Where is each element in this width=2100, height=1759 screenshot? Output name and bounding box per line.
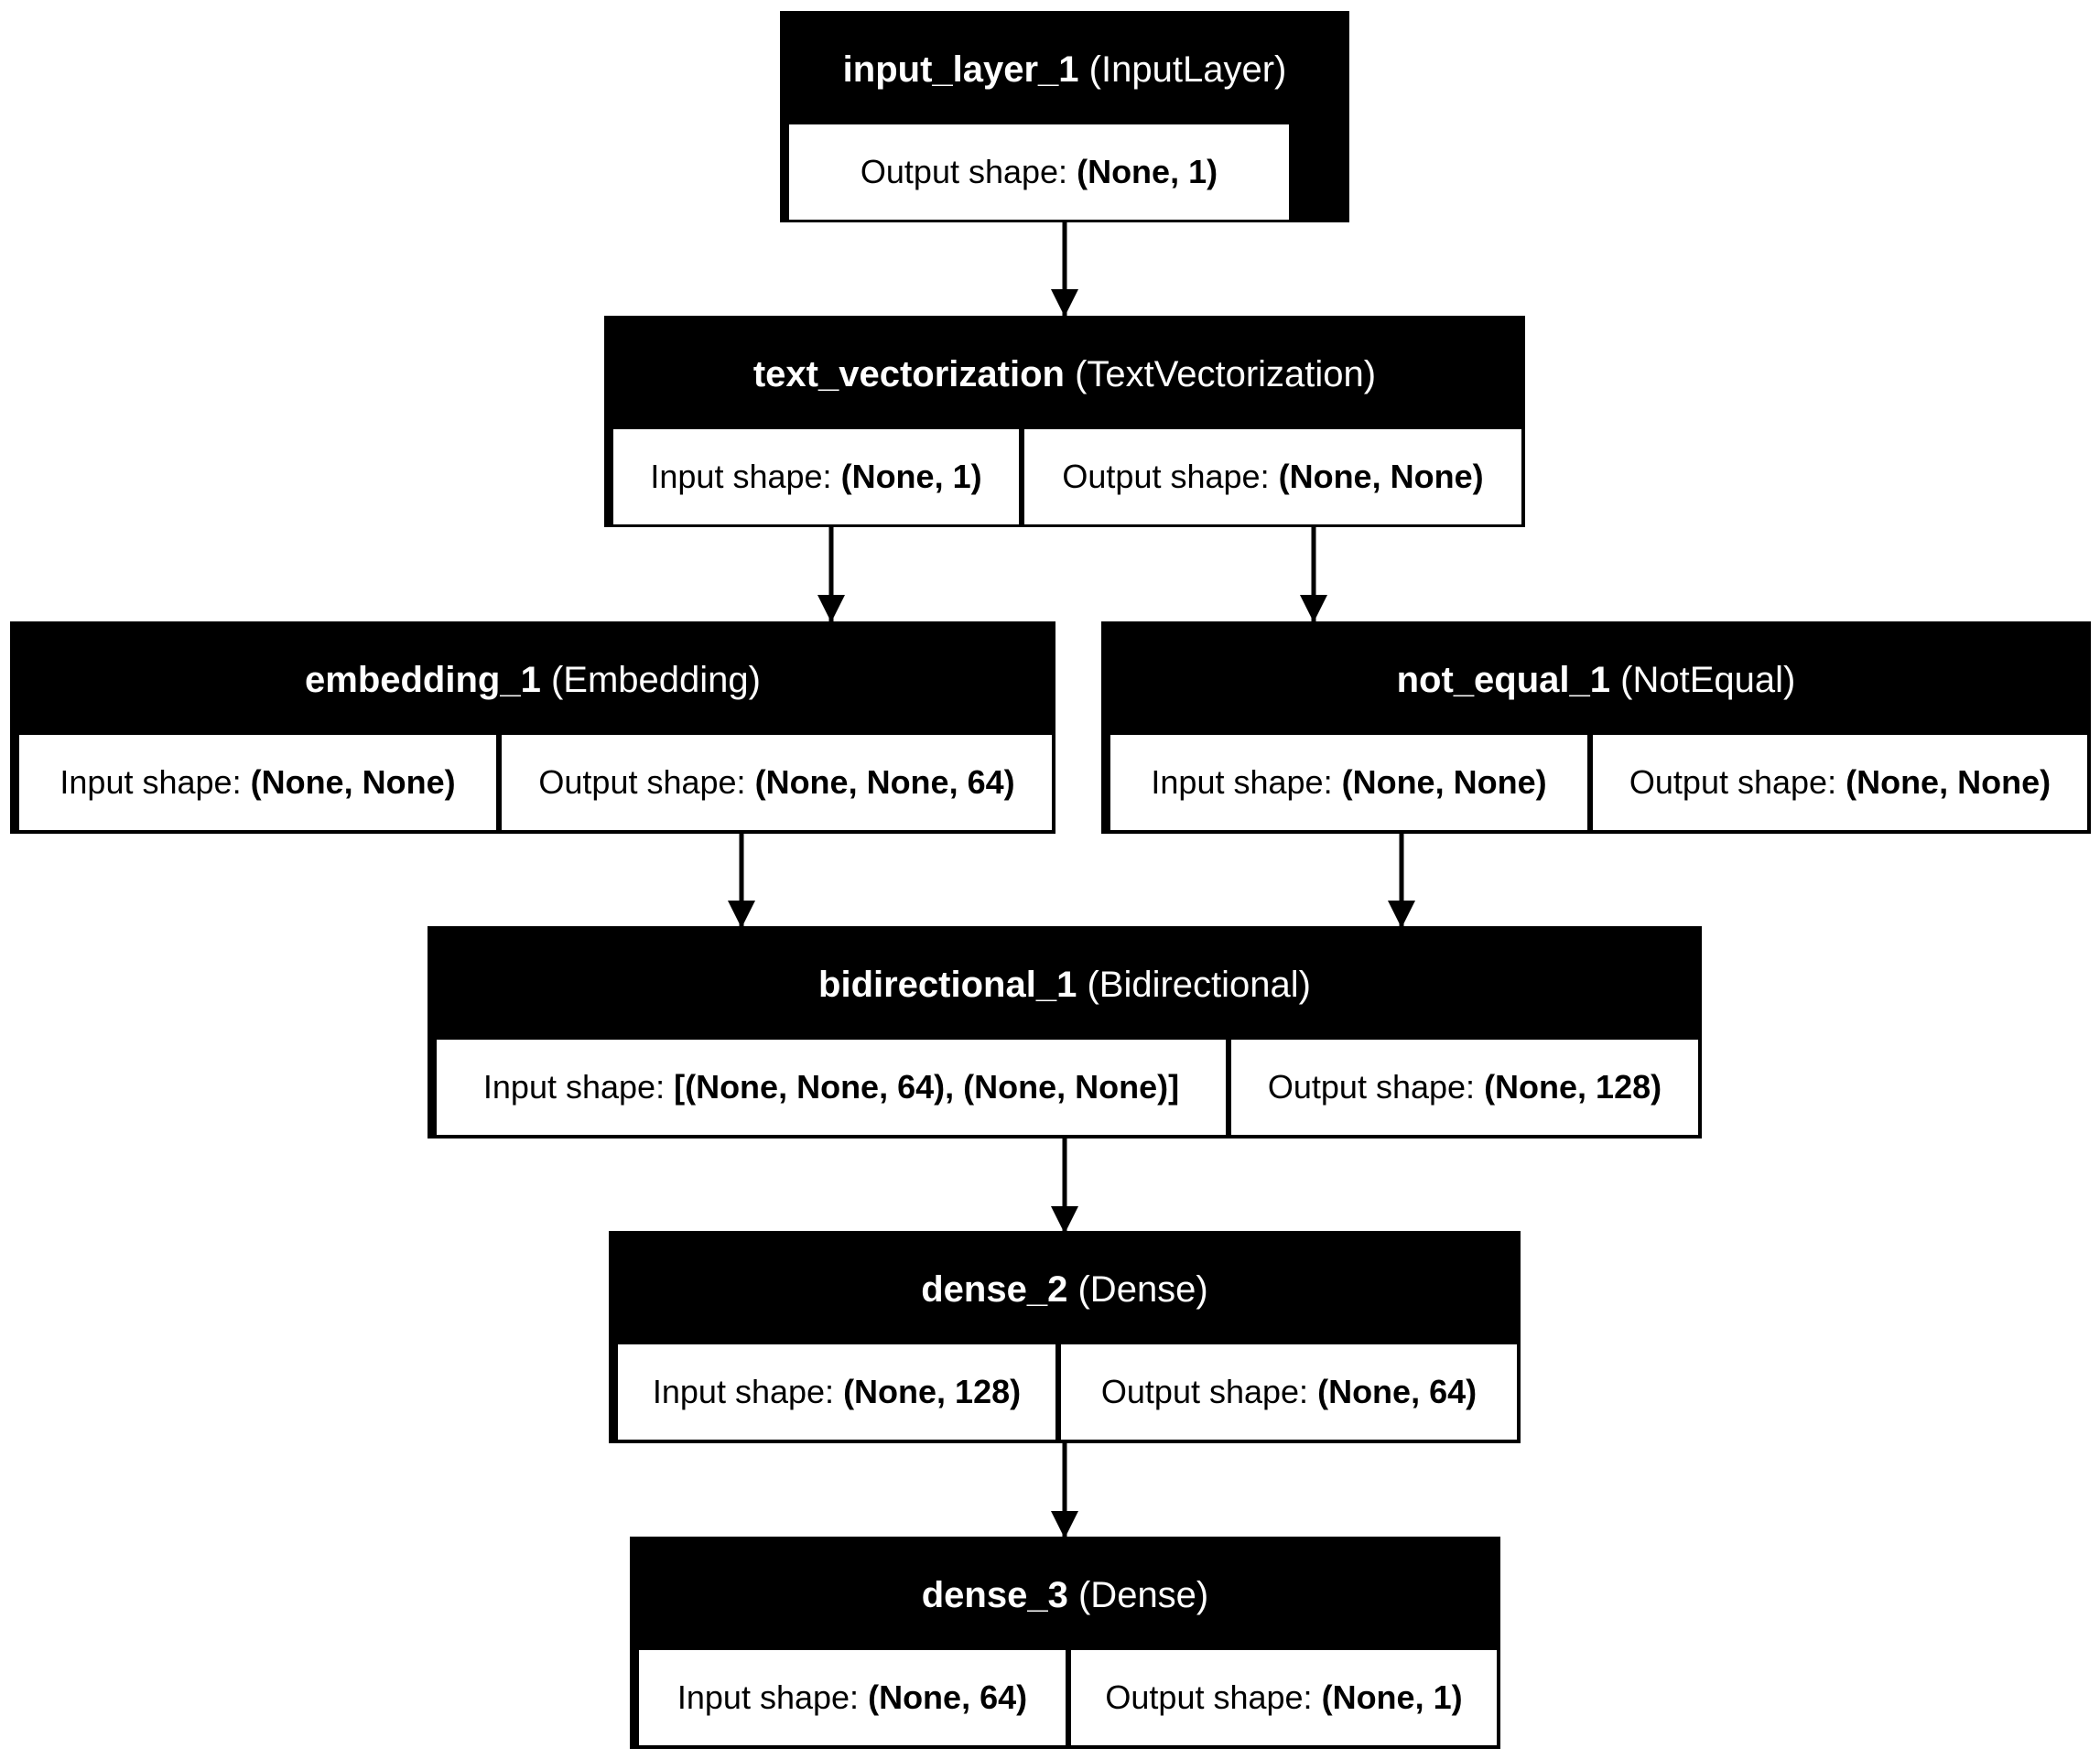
output-shape-label: Output shape:: [1629, 763, 1837, 801]
layer-node-text-vectorization: text_vectorization (TextVectorization) I…: [604, 316, 1525, 527]
layer-name: dense_2: [921, 1268, 1068, 1310]
layer-name: dense_3: [921, 1574, 1068, 1615]
layer-node-embedding-1: embedding_1 (Embedding) Input shape: (No…: [10, 621, 1055, 834]
output-shape-value: (None, None): [1278, 458, 1484, 495]
input-shape-cell: Input shape: [(None, None, 64), (None, N…: [437, 1040, 1226, 1135]
input-shape-label: Input shape:: [1151, 763, 1333, 801]
output-shape-cell: Output shape: (None, None): [1593, 735, 2087, 830]
input-shape-label: Input shape:: [482, 1068, 666, 1106]
input-shape-cell: Input shape: (None, 1): [613, 429, 1019, 524]
output-shape-cell: Output shape: (None, None, 64): [502, 735, 1052, 830]
input-shape-value: [(None, None, 64), (None, None)]: [674, 1068, 1180, 1106]
layer-name: bidirectional_1: [818, 964, 1077, 1005]
output-shape-value: (None, 1): [1077, 153, 1218, 190]
output-shape-value: (None, 128): [1484, 1068, 1662, 1106]
input-shape-value: (None, 64): [868, 1678, 1028, 1716]
input-shape-value: (None, None): [250, 763, 456, 801]
layer-title: embedding_1 (Embedding): [14, 625, 1052, 735]
layer-node-input-layer-1: input_layer_1 (InputLayer) Output shape:…: [780, 11, 1349, 222]
output-shape-label: Output shape:: [538, 763, 746, 801]
layer-node-not-equal-1: not_equal_1 (NotEqual) Input shape: (Non…: [1101, 621, 2091, 834]
shape-row: Input shape: [(None, None, 64), (None, N…: [437, 1040, 1698, 1135]
shape-row: Input shape: (None, 64) Output shape: (N…: [639, 1650, 1497, 1745]
output-shape-cell: Output shape: (None, 64): [1061, 1344, 1517, 1440]
output-shape-cell: Output shape: (None, 128): [1231, 1040, 1698, 1135]
output-shape-value: (None, None, 64): [754, 763, 1015, 801]
input-shape-value: (None, None): [1341, 763, 1547, 801]
input-shape-cell: Input shape: (None, None): [1110, 735, 1587, 830]
layer-name: not_equal_1: [1396, 659, 1611, 700]
input-shape-cell: Input shape: (None, 64): [639, 1650, 1066, 1745]
input-shape-cell: Input shape: (None, None): [19, 735, 496, 830]
layer-type: (InputLayer): [1088, 49, 1287, 90]
layer-name: embedding_1: [305, 659, 541, 700]
layer-node-dense-2: dense_2 (Dense) Input shape: (None, 128)…: [609, 1231, 1521, 1443]
output-shape-label: Output shape:: [1062, 458, 1270, 495]
shape-row: Input shape: (None, None) Output shape: …: [1110, 735, 2087, 830]
layer-type: (Embedding): [550, 659, 761, 700]
layer-type: (TextVectorization): [1075, 353, 1377, 394]
input-shape-cell: Input shape: (None, 128): [618, 1344, 1055, 1440]
output-shape-value: (None, None): [1846, 763, 2051, 801]
output-shape-cell: Output shape: (None, 1): [1071, 1650, 1497, 1745]
input-shape-label: Input shape:: [650, 458, 832, 495]
output-shape-value: (None, 1): [1321, 1678, 1463, 1716]
layer-type: (Dense): [1077, 1574, 1209, 1615]
layer-title: bidirectional_1 (Bidirectional): [431, 930, 1698, 1040]
shape-row: Output shape: (None, 1): [789, 124, 1340, 220]
layer-title: text_vectorization (TextVectorization): [608, 319, 1521, 429]
layer-title: dense_3 (Dense): [633, 1540, 1497, 1650]
input-shape-value: (None, 1): [840, 458, 982, 495]
output-shape-label: Output shape:: [1105, 1678, 1313, 1716]
input-shape-label: Input shape:: [60, 763, 242, 801]
layer-title: input_layer_1 (InputLayer): [784, 15, 1346, 124]
shape-row: Input shape: (None, None) Output shape: …: [19, 735, 1052, 830]
input-shape-label: Input shape:: [677, 1678, 860, 1716]
output-shape-cell: Output shape: (None, 1): [789, 124, 1289, 220]
layer-name: text_vectorization: [752, 353, 1065, 394]
shape-row: Input shape: (None, 128) Output shape: (…: [618, 1344, 1517, 1440]
output-shape-value: (None, 64): [1317, 1373, 1478, 1410]
shape-row: Input shape: (None, 1) Output shape: (No…: [613, 429, 1521, 524]
output-shape-label: Output shape:: [860, 153, 1068, 190]
output-shape-label: Output shape:: [1267, 1068, 1476, 1106]
layer-node-dense-3: dense_3 (Dense) Input shape: (None, 64) …: [630, 1537, 1500, 1749]
layer-type: (Dense): [1077, 1268, 1208, 1310]
output-shape-label: Output shape:: [1100, 1373, 1309, 1410]
layer-type: (Bidirectional): [1087, 964, 1311, 1005]
input-shape-label: Input shape:: [652, 1373, 835, 1410]
layer-title: not_equal_1 (NotEqual): [1105, 625, 2087, 735]
input-shape-value: (None, 128): [843, 1373, 1022, 1410]
layer-type: (NotEqual): [1620, 659, 1796, 700]
layer-title: dense_2 (Dense): [612, 1235, 1517, 1344]
layer-node-bidirectional-1: bidirectional_1 (Bidirectional) Input sh…: [428, 926, 1702, 1138]
layer-name: input_layer_1: [842, 49, 1079, 90]
output-shape-cell: Output shape: (None, None): [1024, 429, 1521, 524]
